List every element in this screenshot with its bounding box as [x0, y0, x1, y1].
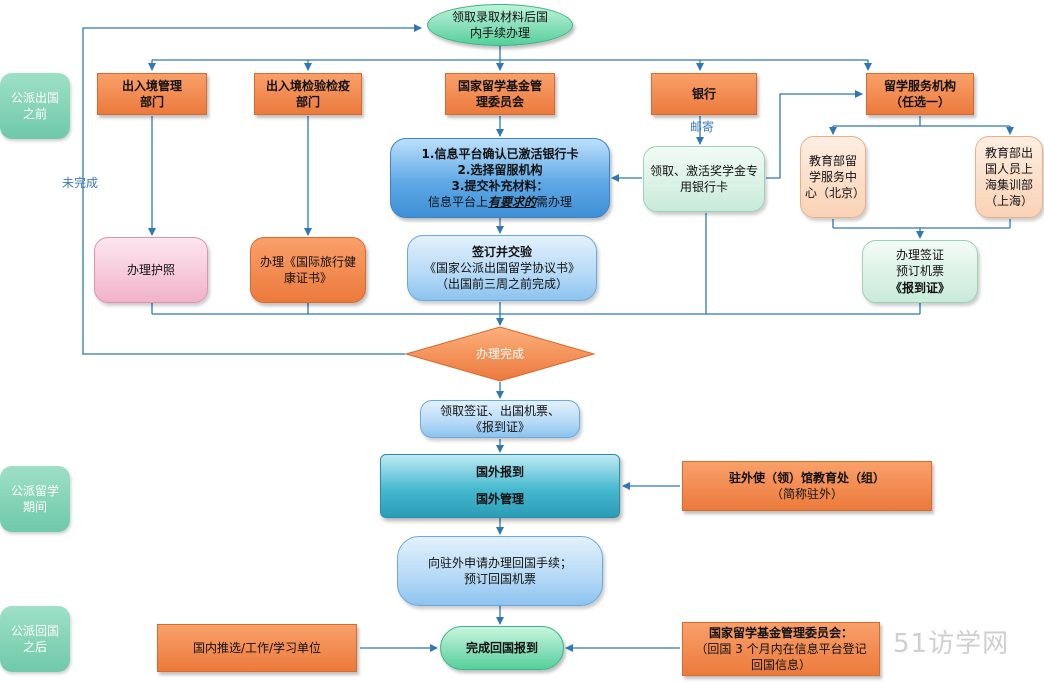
start-text: 领取录取材料后国内手续办理: [452, 9, 549, 40]
csc-text: 国家留学基金管理委员会: [458, 78, 543, 109]
embassy-line-2: （简称驻外）: [770, 487, 843, 501]
report-cert-line: 《报到证》: [889, 280, 950, 295]
health-cert-text: 办理《国际旅行健康证书》: [259, 254, 356, 285]
beijing-center: 教育部留学服务中心（北京）: [800, 136, 866, 218]
csc-office: 国家留学基金管理委员会: [445, 73, 555, 115]
csc-return-line-3: 回国信息）: [750, 658, 811, 673]
exit-entry-office: 出入境管理部门: [97, 73, 207, 115]
bank-office: 银行: [651, 73, 757, 115]
mail-label: 邮寄: [690, 120, 715, 134]
incomplete-label: 未完成: [62, 176, 99, 190]
collect-box: 领取签证、出国机票、 《报到证》: [420, 400, 580, 438]
csc-step-3: 3.提交补充材料：: [451, 179, 549, 193]
agreement-box: 签订并交验 《国家公派出国留学协议书》 （出国前三周之前完成）: [407, 235, 597, 301]
agreement-line-1: 签订并交验: [471, 244, 532, 259]
return-apply-line-2: 预订回国机票: [463, 572, 536, 586]
return-report-text: 完成回国报到: [465, 640, 538, 655]
quarantine-text: 出入境检验检疫部门: [265, 78, 350, 109]
bank-card-box: 领取、激活奖学金专用银行卡: [643, 146, 765, 212]
return-apply-line-1: 向驻外申请办理回国手续；: [427, 555, 572, 570]
decision-text: 办理完成: [475, 346, 524, 361]
csc-return-line-1: 国家留学基金管理委员会：: [708, 625, 853, 640]
phase-before-text: 公派出国之前: [10, 90, 59, 121]
domestic-unit-text: 国内推选/工作/学习单位: [192, 640, 322, 655]
passport-text: 办理护照: [126, 262, 175, 277]
embassy-box: 驻外使（领）馆教育处（组） （简称驻外）: [682, 461, 932, 511]
csc-step-4-emphasis: 有要求的: [487, 195, 536, 210]
collect-line-1: 领取签证、出国机票、: [439, 403, 560, 418]
phase-after-text: 公派回国之后: [10, 623, 59, 654]
start-node: 领取录取材料后国内手续办理: [427, 4, 573, 46]
shanghai-center-text: 教育部出国人员上海集训部（上海）: [984, 145, 1033, 209]
beijing-center-text: 教育部留学服务中心（北京）: [805, 153, 866, 201]
phase-after-label: 公派回国之后: [0, 606, 70, 672]
visa-line: 办理签证: [895, 248, 944, 263]
csc-return-line-2: （回国 3 个月内在信息平台登记: [695, 641, 867, 656]
exit-entry-text: 出入境管理部门: [121, 78, 182, 109]
csc-step-4-prefix: 信息平台上: [427, 195, 488, 210]
ticket-line: 预订机票: [895, 264, 944, 279]
visa-ticket-box: 办理签证 预订机票 《报到证》: [862, 240, 978, 303]
watermark: 51访学网: [893, 629, 1010, 659]
service-agency: 留学服务机构（任选一）: [866, 73, 974, 115]
csc-step-1: 1.信息平台确认已激活银行卡: [421, 146, 579, 161]
return-report-node: 完成回国报到: [440, 626, 564, 670]
abroad-box: 国外报到 国外管理: [380, 454, 620, 518]
passport-box: 办理护照: [94, 237, 208, 303]
bank-card-text: 领取、激活奖学金专用银行卡: [650, 163, 759, 194]
csc-step-4: 信息平台上有要求的需办理: [428, 194, 572, 210]
abroad-manage: 国外管理: [475, 492, 524, 507]
agreement-line-3: （出国前三周之前完成）: [435, 277, 568, 292]
csc-step-4-suffix: 需办理: [536, 195, 573, 210]
phase-before-label: 公派出国之前: [0, 73, 70, 139]
domestic-unit-box: 国内推选/工作/学习单位: [157, 624, 357, 672]
csc-steps-box: 1.信息平台确认已激活银行卡 2.选择留服机构 3.提交补充材料： 信息平台上有…: [390, 138, 610, 218]
quarantine-office: 出入境检验检疫部门: [254, 73, 362, 115]
csc-return-box: 国家留学基金管理委员会： （回国 3 个月内在信息平台登记 回国信息）: [682, 622, 880, 676]
abroad-report: 国外报到: [475, 465, 524, 480]
decision-diamond: [405, 326, 595, 382]
collect-line-2: 《报到证》: [469, 420, 530, 434]
service-text: 留学服务机构（任选一）: [883, 78, 956, 109]
shanghai-center: 教育部出国人员上海集训部（上海）: [975, 136, 1043, 218]
phase-during-text: 公派留学期间: [10, 483, 59, 514]
embassy-line-1: 驻外使（领）馆教育处（组）: [728, 470, 885, 485]
phase-during-label: 公派留学期间: [0, 466, 70, 532]
return-apply-box: 向驻外申请办理回国手续； 预订回国机票: [397, 536, 603, 606]
bank-text: 银行: [691, 86, 716, 101]
decision-label: 办理完成: [405, 326, 595, 382]
health-cert-box: 办理《国际旅行健康证书》: [250, 237, 366, 303]
csc-step-2: 2.选择留服机构: [457, 162, 543, 177]
agreement-line-2: 《国家公派出国留学协议书》: [423, 260, 580, 275]
